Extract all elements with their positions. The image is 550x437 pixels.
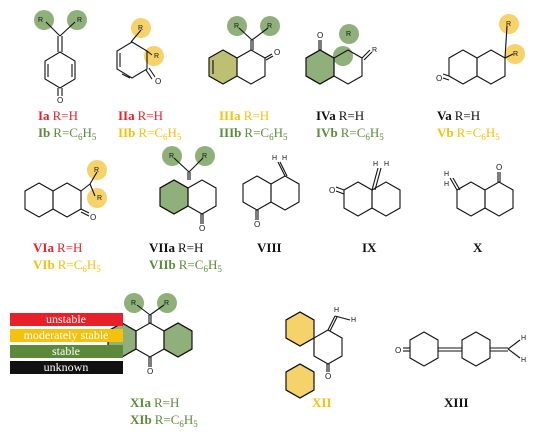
atom-O: O: [90, 213, 96, 222]
atom-H: H: [521, 335, 526, 342]
atom-H: H: [334, 307, 339, 314]
legend-label-unknown: unknown: [44, 360, 89, 374]
atom-O: O: [496, 163, 502, 172]
label-XII: XII: [312, 395, 332, 410]
structure-XII: [285, 311, 351, 399]
atom-R: R: [169, 153, 174, 160]
structure-XIII: [403, 331, 521, 367]
legend: unstable moderately stable stable unknow…: [10, 312, 123, 374]
atom-H: H: [444, 181, 449, 188]
label-IX: IX: [362, 240, 377, 255]
atom-H: H: [521, 357, 526, 364]
structure-X: [449, 172, 514, 217]
structure-II: [116, 18, 164, 80]
structure-I: [34, 10, 87, 96]
atom-O: O: [155, 77, 161, 86]
atom-H: H: [373, 161, 378, 168]
atom-O: O: [57, 96, 63, 105]
structure-IX: [335, 167, 401, 217]
atom-O: O: [274, 48, 280, 57]
label-XIII: XIII: [444, 395, 469, 410]
legend-label-stable: stable: [52, 344, 80, 358]
atom-R: R: [372, 47, 377, 54]
atom-R: R: [346, 31, 351, 38]
atom-R: R: [97, 195, 102, 202]
atom-R: R: [202, 153, 207, 160]
atom-H: H: [351, 317, 356, 324]
atom-R: R: [138, 25, 143, 32]
legend-swatch-stable: [10, 345, 123, 358]
atom-O: O: [325, 372, 331, 381]
atom-R: R: [267, 23, 272, 30]
atom-O: O: [436, 74, 442, 83]
legend-swatch-unstable: [10, 313, 123, 326]
legend-label-moderately-stable: moderately stable: [24, 328, 109, 342]
structure-VIII: [242, 161, 300, 220]
atom-H: H: [384, 161, 389, 168]
atom-R: R: [131, 300, 136, 307]
atom-H: H: [444, 171, 449, 178]
atom-H: H: [282, 155, 287, 162]
atom-R: R: [77, 17, 82, 24]
atom-R: R: [38, 17, 43, 24]
atom-O: O: [199, 224, 205, 233]
structure-V: [442, 14, 525, 85]
atom-O: O: [395, 346, 401, 355]
atom-O: O: [254, 220, 260, 229]
atom-H: H: [272, 155, 277, 162]
structure-III: [208, 16, 280, 85]
atom-R: R: [94, 167, 99, 174]
structure-VI: [24, 160, 107, 218]
structure-IV: [305, 24, 373, 85]
legend-swatch-moderately-stable: [10, 329, 123, 342]
atom-R: R: [506, 21, 511, 28]
label-VIII: VIII: [257, 240, 282, 255]
atom-R: R: [164, 300, 169, 307]
label-X: X: [473, 240, 483, 255]
atom-O: O: [147, 367, 153, 376]
atom-O: O: [329, 186, 335, 195]
legend-label-unstable: unstable: [46, 312, 86, 326]
atom-R: R: [154, 53, 159, 60]
atom-R: R: [234, 23, 239, 30]
legend-swatch-unknown: [10, 361, 123, 374]
atom-O: O: [317, 31, 323, 40]
structure-VII: [159, 146, 217, 224]
atom-R: R: [513, 51, 518, 58]
